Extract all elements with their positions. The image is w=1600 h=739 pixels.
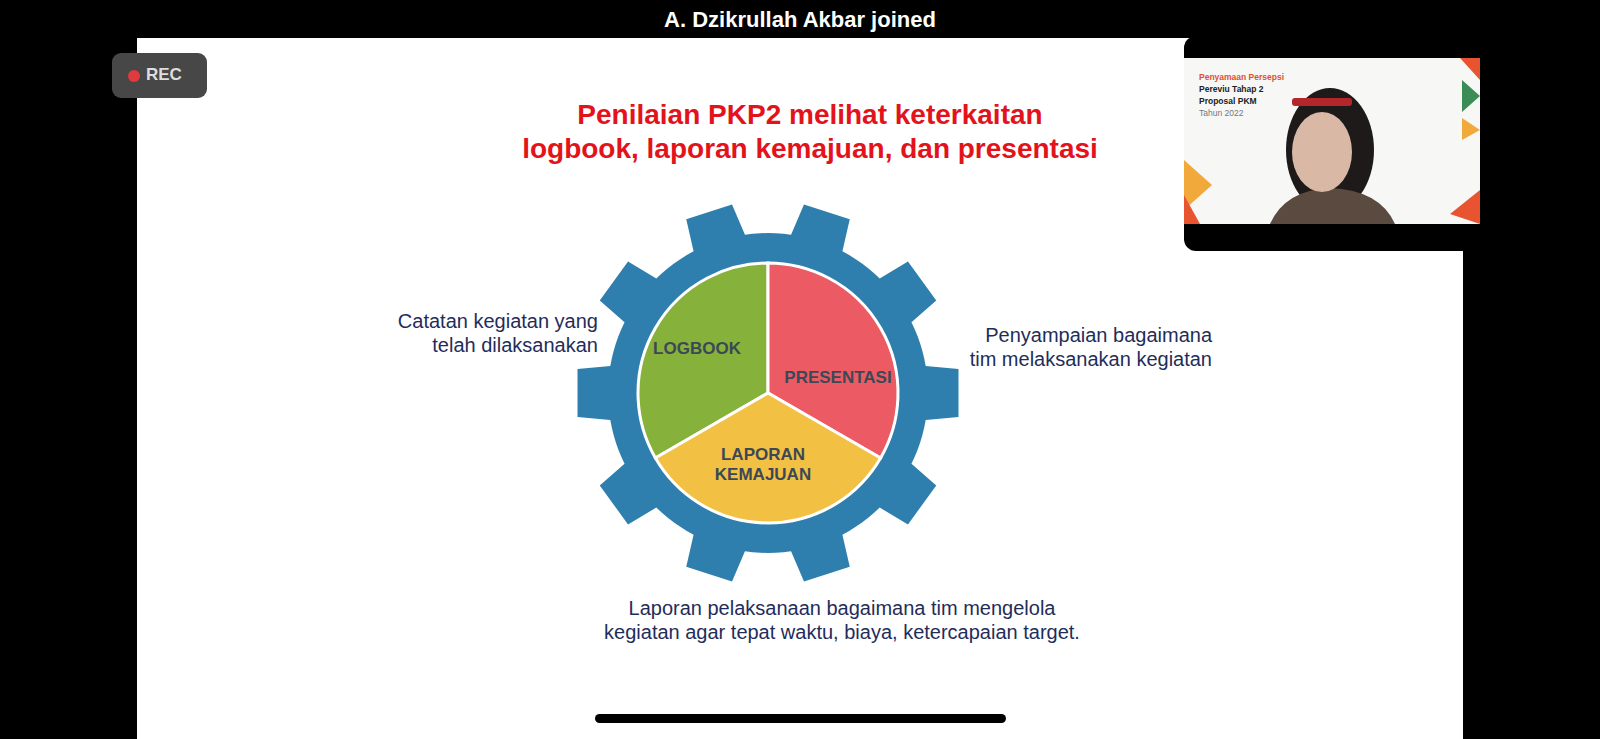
decor-triangle [1184,195,1200,224]
home-indicator [595,714,1006,723]
laporan-wedge [655,393,880,523]
rec-dot [128,70,140,82]
slide-title: Penilaian PKP2 melihat keterkaitan logbo… [420,98,1200,166]
decor-triangle [1462,118,1480,140]
thumbnail-text: Tahun 2022 [1199,108,1294,119]
thumbnail-text: Pereviu Tahap 2 [1199,84,1294,95]
person-body [1270,188,1395,224]
join-notice: A. Dzikrullah Akbar joined [400,7,1200,33]
wedge-label-box: LAPORAN KEMAJUAN [698,443,828,486]
webcam-thumbnail [1184,36,1480,251]
logbook-description: Catatan kegiatan yang telah dilaksanakan [296,309,598,357]
rec-indicator: REC [146,64,202,86]
segment-label: PRESENTASI [784,368,891,388]
laporan-description: Laporan pelaksanaan bagaimana tim mengel… [552,596,1132,644]
person-face [1292,112,1352,192]
wedge-label-box: LOGBOOK [649,337,745,361]
decor-triangle [1450,190,1480,224]
segment-label: LOGBOOK [653,339,741,359]
webcam-image [1184,58,1480,224]
thumbnail-text: Proposal PKM [1199,96,1294,107]
decor-triangle [1462,80,1480,112]
thumbnail-text: Penyamaan Persepsi [1199,72,1294,83]
presentasi-description: Penyampaian bagaimana tim melaksanakan k… [918,323,1212,371]
webcam-frame [1184,36,1480,251]
rec-pill [112,53,207,98]
decor-triangle [1460,58,1480,80]
decor-triangle [1184,160,1212,210]
wedge-label-box: PRESENTASI [780,366,895,390]
gear [578,204,959,581]
person-headband [1292,98,1352,106]
segment-label: LAPORAN KEMAJUAN [702,445,824,484]
